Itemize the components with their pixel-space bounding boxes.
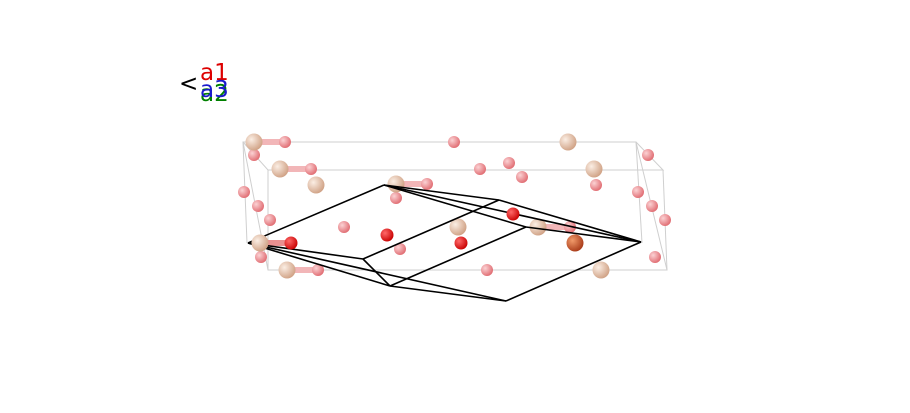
- atoms-back: [238, 133, 671, 279]
- oxygen-atom: [305, 163, 317, 175]
- metal-atom: [529, 218, 547, 236]
- metal-atom: [307, 176, 325, 194]
- oxygen-atom: [312, 264, 324, 276]
- oxygen-atom: [264, 214, 276, 226]
- oxygen-atom: [252, 200, 264, 212]
- metal-atom: [592, 261, 610, 279]
- oxygen-atom: [454, 236, 468, 250]
- oxygen-atom: [284, 236, 298, 250]
- oxygen-atom: [506, 207, 520, 221]
- axis-arrow-glyph: <: [179, 71, 198, 97]
- axis-label-a1: a1: [200, 60, 229, 86]
- oxygen-atom: [448, 136, 460, 148]
- oxygen-atom: [649, 251, 661, 263]
- oxygen-atom: [390, 192, 402, 204]
- metal-atom: [449, 218, 467, 236]
- atoms-front: [251, 207, 584, 252]
- metal-atom: [585, 160, 603, 178]
- oxygen-atom: [590, 179, 602, 191]
- oxygen-atom: [646, 200, 658, 212]
- metal-atom: [278, 261, 296, 279]
- metal-atom: [566, 234, 584, 252]
- oxygen-atom: [394, 243, 406, 255]
- oxygen-atom: [503, 157, 515, 169]
- oxygen-atom: [238, 186, 250, 198]
- oxygen-atom: [481, 264, 493, 276]
- unit-cell: [247, 184, 642, 302]
- oxygen-atom: [421, 178, 433, 190]
- oxygen-atom: [279, 136, 291, 148]
- axis-label-a3: a3: [200, 77, 229, 103]
- metal-atom: [559, 133, 577, 151]
- oxygen-atom: [642, 149, 654, 161]
- metal-atom: [245, 133, 263, 151]
- oxygen-atom: [338, 221, 350, 233]
- metal-atom: [271, 160, 289, 178]
- metal-atom: [251, 234, 269, 252]
- oxygen-atom: [380, 228, 394, 242]
- oxygen-atom: [516, 171, 528, 183]
- oxygen-atom: [248, 149, 260, 161]
- oxygen-atom: [659, 214, 671, 226]
- axis-indicator: < a1 a2 a3: [179, 60, 229, 107]
- axis-label-a2: a2: [200, 81, 229, 107]
- oxygen-atom: [632, 186, 644, 198]
- oxygen-atom: [474, 163, 486, 175]
- oxygen-atom: [255, 251, 267, 263]
